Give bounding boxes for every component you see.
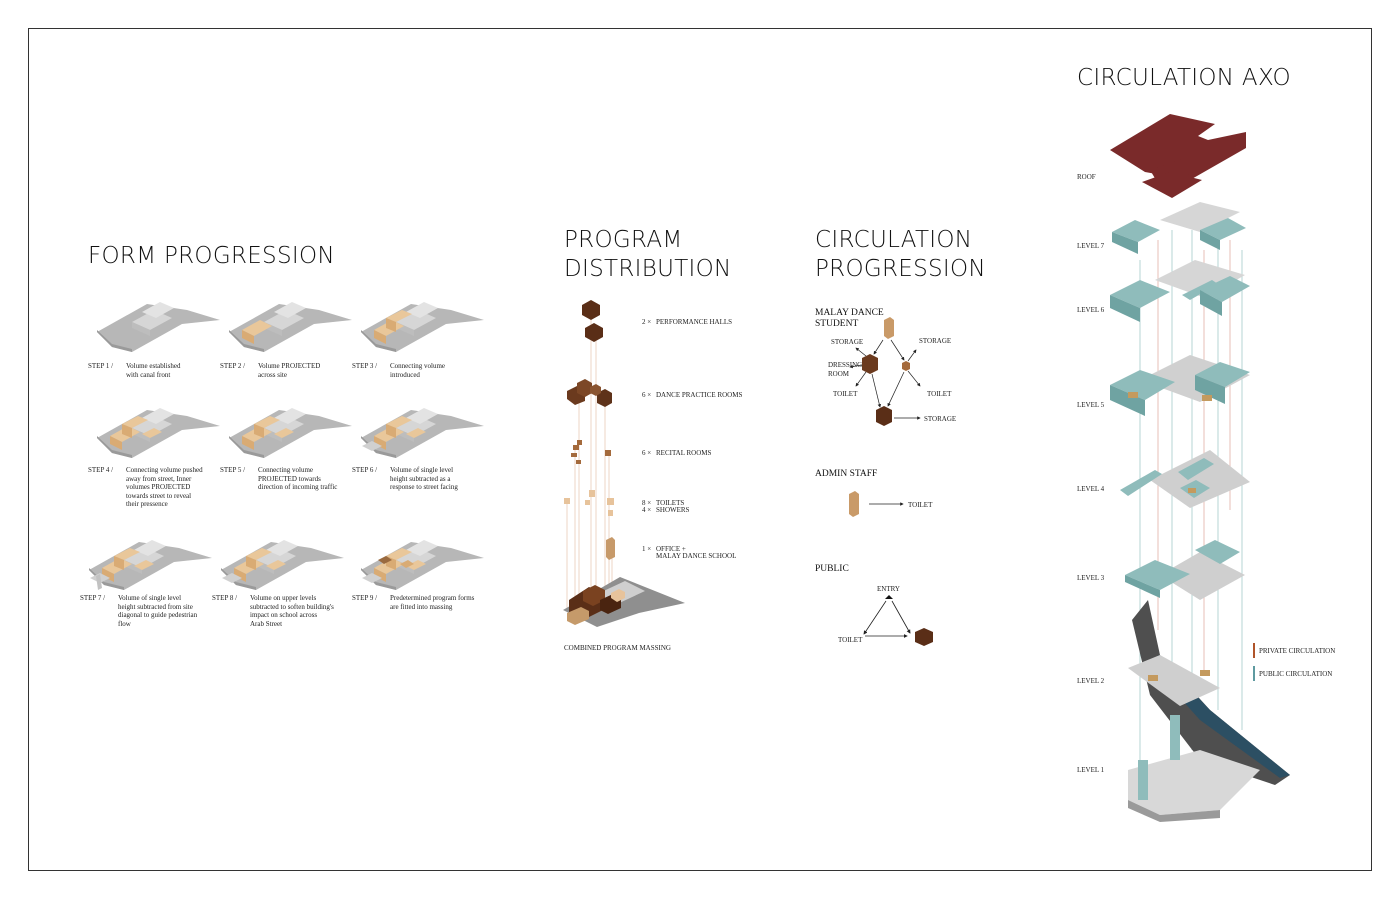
axo-level-6 — [1110, 260, 1250, 322]
circulation-axo-title: CIRCULATION AXO — [1077, 65, 1291, 91]
student-heading: MALAY DANCE STUDENT — [815, 308, 884, 329]
program-caption: COMBINED PROGRAM MASSING — [564, 644, 671, 652]
office-block — [606, 537, 615, 560]
form-step-label: STEP 8 / — [212, 594, 238, 602]
student-figure-icon — [884, 317, 894, 339]
form-step-description: Volume PROJECTED across site — [258, 362, 321, 379]
admin-figure-icon — [849, 491, 859, 517]
performance-hall-block — [582, 300, 603, 342]
form-step-massing — [97, 302, 220, 352]
form-step-description: Connecting volume introduced — [390, 362, 446, 379]
form-step-massing — [229, 408, 352, 458]
form-step-massing — [361, 302, 484, 352]
student-dressing-label: DRESSING ROOM — [828, 361, 863, 378]
program-count: 6 × — [642, 449, 652, 457]
program-count: 4 × — [642, 506, 652, 514]
dance-practice-block — [567, 379, 612, 407]
admin-flow-diagram — [849, 491, 904, 517]
legend-public-arrow — [1253, 666, 1255, 681]
form-step-massing — [97, 408, 220, 458]
form-step-massing — [229, 302, 352, 352]
form-step-massing — [89, 540, 212, 590]
form-step-label: STEP 7 / — [80, 594, 106, 602]
axo-level-label: LEVEL 7 — [1077, 242, 1105, 250]
public-hall-block — [915, 628, 933, 646]
program-name: SHOWERS — [656, 506, 690, 514]
program-count: 1 × — [642, 545, 652, 553]
form-step-massing — [221, 540, 344, 590]
form-step-label: STEP 6 / — [352, 466, 378, 474]
entry-marker — [885, 595, 893, 599]
student-toilet-label-1: TOILET — [833, 390, 858, 398]
program-distribution-title: PROGRAM DISTRIBUTION — [564, 227, 732, 282]
storage-block-large — [876, 406, 892, 426]
recital-room-block — [571, 440, 611, 464]
axo-level-5 — [1110, 355, 1250, 416]
form-step-description: Volume on upper levels subtracted to sof… — [250, 594, 334, 628]
axo-level-label: LEVEL 6 — [1077, 306, 1105, 314]
form-step-massing — [361, 540, 484, 590]
student-storage-label-3: STORAGE — [924, 415, 957, 423]
program-name: RECITAL ROOMS — [656, 449, 712, 457]
axo-level-label: LEVEL 4 — [1077, 485, 1105, 493]
student-storage-label-2: STORAGE — [919, 337, 952, 345]
form-step-description: Predetermined program forms are fitted i… — [390, 594, 475, 611]
public-flow-diagram — [863, 595, 933, 646]
storage-block-small — [902, 361, 910, 371]
axo-level-4 — [1120, 450, 1250, 508]
public-entry-label: ENTRY — [877, 585, 900, 593]
form-step-label: STEP 1 / — [88, 362, 114, 370]
program-massing-diagram — [563, 300, 685, 627]
program-name: MALAY DANCE SCHOOL — [656, 552, 737, 560]
legend-private-arrow — [1253, 643, 1255, 658]
admin-toilet-label: TOILET — [908, 501, 933, 509]
form-progression-title: FORM PROGRESSION — [88, 243, 335, 269]
admin-heading: ADMIN STAFF — [815, 469, 878, 479]
program-name: PERFORMANCE HALLS — [656, 318, 733, 326]
program-count: 8 × — [642, 499, 652, 507]
axo-level-7 — [1112, 202, 1246, 254]
form-step-description: Connecting volume PROJECTED towards dire… — [258, 466, 338, 492]
student-storage-label-1: STORAGE — [831, 338, 864, 346]
axo-level-label: LEVEL 2 — [1077, 677, 1105, 685]
form-step-label: STEP 3 / — [352, 362, 378, 370]
form-step-label: STEP 9 / — [352, 594, 378, 602]
circulation-axo-drawing — [1110, 114, 1290, 822]
form-step-description: Volume of single level height subtracted… — [118, 594, 198, 628]
axo-level-label: LEVEL 5 — [1077, 401, 1105, 409]
axo-level-3 — [1125, 540, 1245, 600]
form-step-label: STEP 5 / — [220, 466, 246, 474]
form-step-description: Volume of single level height subtracted… — [390, 466, 458, 492]
program-count: 2 × — [642, 318, 652, 326]
program-name: TOILETS — [656, 499, 685, 507]
axo-level-label: LEVEL 3 — [1077, 574, 1105, 582]
student-toilet-label-2: TOILET — [927, 390, 952, 398]
axo-level-label: ROOF — [1077, 173, 1096, 181]
axo-level-label: LEVEL 1 — [1077, 766, 1105, 774]
axo-level-1-2-site — [1128, 600, 1290, 822]
program-name: DANCE PRACTICE ROOMS — [656, 391, 743, 399]
combined-massing — [563, 577, 685, 627]
form-step-description: Volume established with canal front — [126, 362, 181, 379]
dressing-room-block — [862, 354, 878, 374]
legend-private-label: PRIVATE CIRCULATION — [1259, 647, 1336, 655]
form-step-label: STEP 4 / — [88, 466, 114, 474]
axo-roof — [1110, 114, 1246, 198]
circulation-progression-title: CIRCULATION PROGRESSION — [815, 227, 986, 282]
form-step-massing — [361, 408, 484, 458]
program-count: 6 × — [642, 391, 652, 399]
program-name: OFFICE + — [656, 545, 686, 553]
toilet-block — [564, 490, 614, 516]
student-flow-diagram — [849, 317, 921, 426]
sheet-frame — [28, 28, 1372, 871]
public-heading: PUBLIC — [815, 564, 849, 574]
form-step-description: Connecting volume pushed away from stree… — [126, 466, 203, 509]
public-toilet-label: TOILET — [838, 636, 863, 644]
legend-public-label: PUBLIC CIRCULATION — [1259, 670, 1333, 678]
form-step-label: STEP 2 / — [220, 362, 246, 370]
